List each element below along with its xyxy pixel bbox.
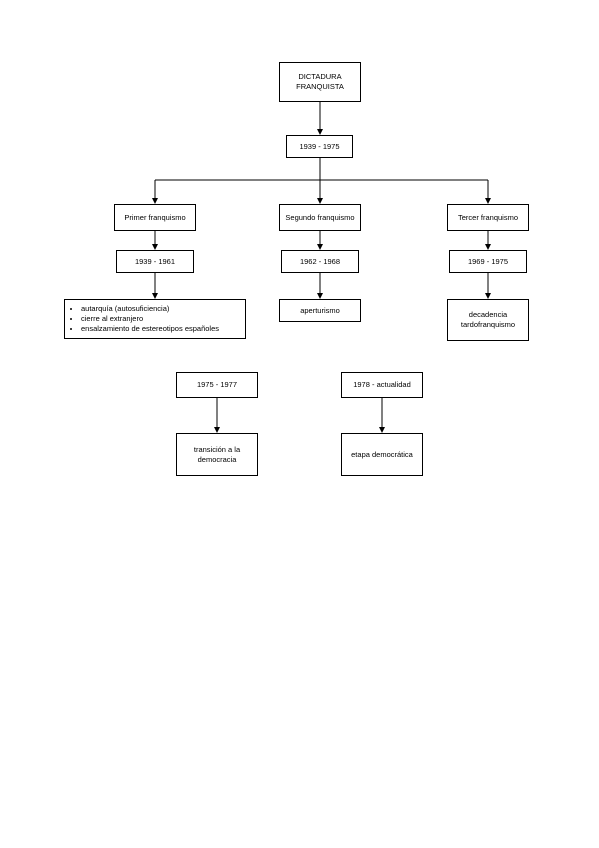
- node-primer-years-label: 1939 - 1961: [134, 256, 176, 266]
- node-transicion-label: transición a la democracia: [193, 444, 241, 464]
- node-primer-franquismo: Primer franquismo: [114, 204, 196, 231]
- node-primer-label: Primer franquismo: [124, 212, 186, 222]
- node-decadencia-label: decadencia tardofranquismo: [460, 310, 516, 329]
- node-dictadura: DICTADURA FRANQUISTA: [279, 62, 361, 102]
- node-segundo-years: 1962 - 1968: [281, 250, 359, 273]
- node-segundo-franquismo: Segundo franquismo: [279, 204, 361, 231]
- node-decadencia: decadencia tardofranquismo: [447, 299, 529, 341]
- node-tercer-years: 1969 - 1975: [449, 250, 527, 273]
- node-actualidad-years: 1978 - actualidad: [341, 372, 423, 398]
- node-aperturismo: aperturismo: [279, 299, 361, 322]
- node-tercer-years-label: 1969 - 1975: [467, 256, 509, 266]
- list-item: ensalzamiento de estereotipos españoles: [81, 324, 219, 334]
- node-transicion-years: 1975 - 1977: [176, 372, 258, 398]
- node-actualidad-years-label: 1978 - actualidad: [353, 380, 411, 390]
- list-item: cierre al extranjero: [81, 314, 219, 324]
- node-primer-years: 1939 - 1961: [116, 250, 194, 273]
- node-tercer-label: Tercer franquismo: [457, 212, 519, 222]
- node-primer-list: autarquía (autosuficiencia) cierre al ex…: [64, 299, 246, 339]
- node-segundo-label: Segundo franquismo: [285, 212, 355, 222]
- node-aperturismo-label: aperturismo: [300, 305, 340, 315]
- node-tercer-franquismo: Tercer franquismo: [447, 204, 529, 231]
- node-transicion-years-label: 1975 - 1977: [196, 380, 238, 390]
- list-item: autarquía (autosuficiencia): [81, 304, 219, 314]
- primer-bullet-list: autarquía (autosuficiencia) cierre al ex…: [71, 304, 219, 333]
- node-democratica: etapa democrática: [341, 433, 423, 476]
- node-dictadura-label: DICTADURA FRANQUISTA: [296, 72, 344, 91]
- node-period-main: 1939 - 1975: [286, 135, 353, 158]
- node-period-main-label: 1939 - 1975: [299, 141, 340, 151]
- node-segundo-years-label: 1962 - 1968: [299, 256, 341, 266]
- node-democratica-label: etapa democrática: [351, 449, 413, 459]
- node-transicion: transición a la democracia: [176, 433, 258, 476]
